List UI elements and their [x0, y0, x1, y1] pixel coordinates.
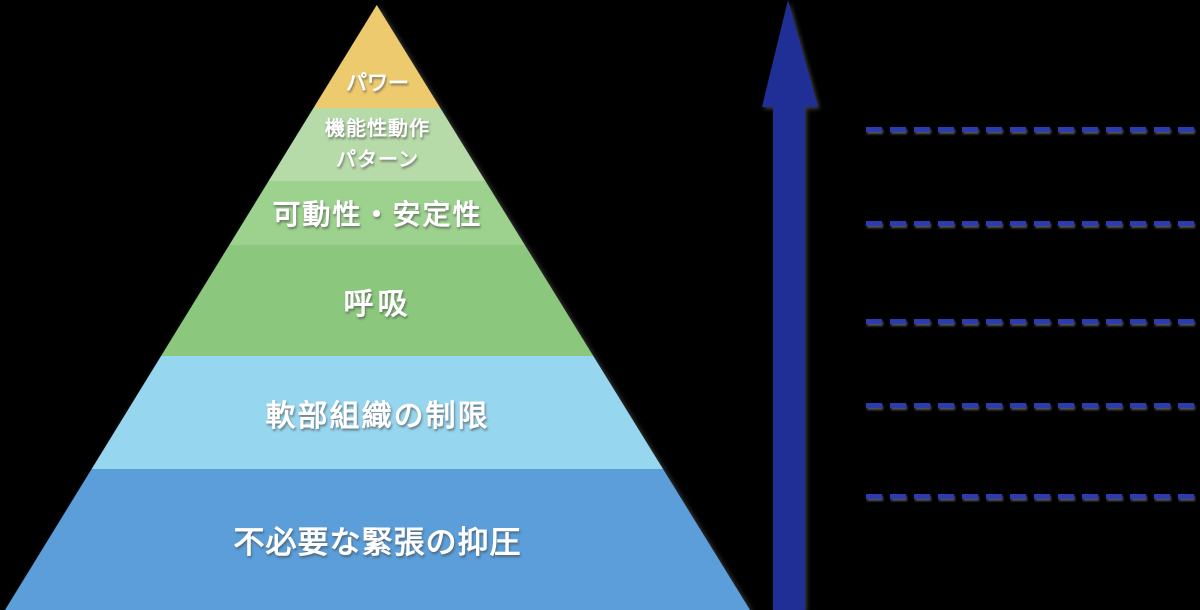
- dashed-level-line-5: [866, 494, 1200, 499]
- up-arrow-wrap: [762, 0, 818, 610]
- pyramid-level-soft-tissue-restriction-label: 軟部組織の制限: [265, 399, 490, 433]
- pyramid-level-functional-movement-pattern: 機能性動作 パターン: [5, 108, 750, 181]
- pyramid-level-power-label: パワー: [346, 72, 409, 95]
- pyramid-level-breathing-label: 呼吸: [343, 287, 412, 321]
- up-arrow-icon: [762, 0, 818, 610]
- pyramid-level-functional-movement-pattern-label: 機能性動作 パターン: [325, 117, 430, 171]
- pyramid-level-suppression-of-unnecessary-tension-label: 不必要な緊張の抑圧: [233, 525, 522, 560]
- pyramid-level-breathing: 呼吸: [5, 245, 750, 356]
- dashed-level-line-1: [866, 127, 1200, 132]
- dashed-level-line-4: [866, 403, 1200, 408]
- pyramid-level-mobility-stability: 可動性・安定性: [5, 181, 750, 245]
- pyramid-level-mobility-stability-label: 可動性・安定性: [272, 199, 483, 230]
- pyramid-level-suppression-of-unnecessary-tension: 不必要な緊張の抑圧: [5, 469, 750, 610]
- dashed-level-line-2: [866, 221, 1200, 226]
- performance-pyramid: パワー 機能性動作 パターン 可動性・安定性 呼吸 軟部組織の制限 不必要な緊張…: [5, 5, 750, 610]
- dashed-level-line-3: [866, 319, 1200, 324]
- pyramid-shape: パワー 機能性動作 パターン 可動性・安定性 呼吸 軟部組織の制限 不必要な緊張…: [5, 5, 750, 610]
- pyramid-level-power: パワー: [5, 5, 750, 108]
- pyramid-level-soft-tissue-restriction: 軟部組織の制限: [5, 356, 750, 469]
